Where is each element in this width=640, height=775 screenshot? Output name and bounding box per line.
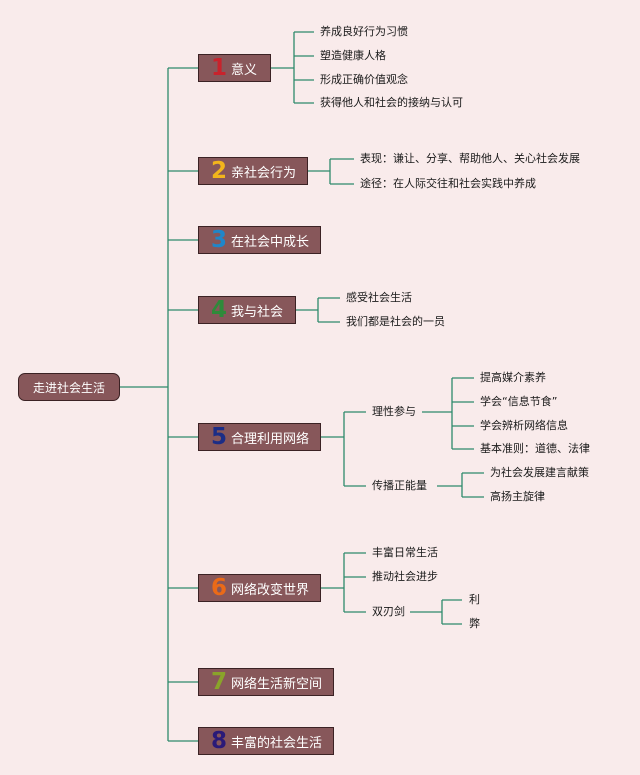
branch-6-node: 6 网络改变世界 — [198, 574, 321, 602]
branch-5-sub-2-leaf-2: 高扬主旋律 — [490, 490, 545, 503]
branch-4-number: 4 — [211, 296, 228, 323]
branch-4-node: 4 我与社会 — [198, 296, 296, 324]
branch-5-sub-1: 理性参与 — [372, 405, 416, 418]
root-label: 走进社会生活 — [32, 380, 105, 395]
branch-8-label: 丰富的社会生活 — [231, 735, 323, 751]
branch-6-label: 网络改变世界 — [231, 582, 310, 598]
branch-5-sub-1-leaf-2: 学会“信息节食” — [480, 395, 558, 408]
branch-6-sub-3-leaf-1: 利 — [469, 593, 480, 606]
branch-2-label: 亲社会行为 — [231, 165, 297, 181]
branch-2-node: 2 亲社会行为 — [198, 157, 308, 185]
branch-3-number: 3 — [211, 226, 228, 253]
branch-8-node: 8 丰富的社会生活 — [198, 727, 334, 755]
branch-4-label: 我与社会 — [231, 304, 284, 320]
branch-2-leaf-2: 途径：在人际交往和社会实践中养成 — [360, 177, 536, 190]
branch-6-leaf-1: 丰富日常生活 — [372, 546, 438, 559]
branch-4-leaf-1: 感受社会生活 — [346, 291, 412, 304]
branch-1-label: 意义 — [231, 62, 258, 78]
root-node: 走进社会生活 — [18, 373, 120, 401]
branch-5-sub-2-leaf-1: 为社会发展建言献策 — [490, 466, 589, 479]
branch-6-leaf-2: 推动社会进步 — [372, 570, 438, 583]
branch-5-label: 合理利用网络 — [231, 431, 310, 447]
branch-5-sub-2: 传播正能量 — [372, 479, 427, 492]
branch-1-leaf-1: 养成良好行为习惯 — [320, 25, 408, 38]
branch-3-label: 在社会中成长 — [231, 234, 310, 250]
branch-2-number: 2 — [211, 157, 228, 184]
branch-1-leaf-2: 塑造健康人格 — [320, 49, 386, 62]
branch-6-number: 6 — [211, 574, 228, 601]
branch-7-label: 网络生活新空间 — [231, 676, 323, 692]
branch-1-leaf-3: 形成正确价值观念 — [320, 73, 408, 86]
branch-2-leaf-1: 表现：谦让、分享、帮助他人、关心社会发展 — [360, 152, 580, 165]
branch-1-number: 1 — [211, 54, 228, 81]
branch-6-sub-3-leaf-2: 弊 — [469, 617, 480, 630]
branch-3-node: 3 在社会中成长 — [198, 226, 321, 254]
branch-7-node: 7 网络生活新空间 — [198, 668, 334, 696]
branch-5-sub-1-leaf-1: 提高媒介素养 — [480, 371, 546, 384]
branch-5-node: 5 合理利用网络 — [198, 423, 321, 451]
branch-5-sub-1-leaf-3: 学会辨析网络信息 — [480, 419, 568, 432]
branch-4-leaf-2: 我们都是社会的一员 — [346, 315, 445, 328]
branch-5-sub-1-leaf-4: 基本准则：道德、法律 — [480, 442, 590, 455]
branch-6-sub-3: 双刃剑 — [372, 605, 405, 618]
branch-5-number: 5 — [211, 423, 228, 450]
branch-7-number: 7 — [211, 668, 228, 695]
branch-1-node: 1 意义 — [198, 54, 271, 82]
branch-1-leaf-4: 获得他人和社会的接纳与认可 — [320, 96, 463, 109]
branch-8-number: 8 — [211, 727, 228, 754]
